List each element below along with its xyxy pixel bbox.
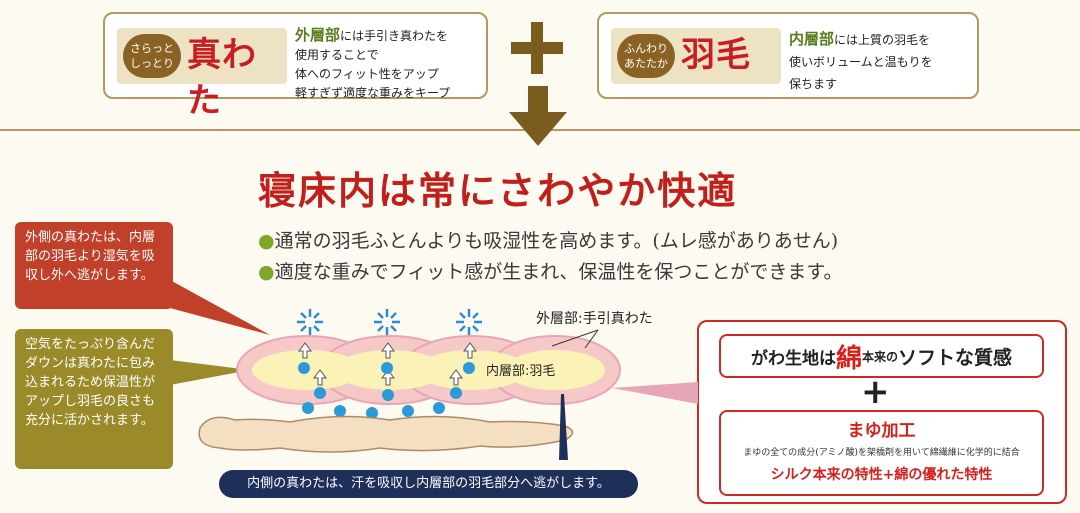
badge-line2: しっとり	[130, 57, 174, 70]
inner-layer-label: 内層部:羽毛	[486, 364, 556, 379]
plus-icon-vertical	[531, 22, 543, 74]
warmth-callout: 空気をたっぷり含んだダウンは真わたに包み込まれるため保温性がアップし羽毛の良さも…	[15, 329, 173, 469]
mayu-process-box: まゆ加工 まゆの全ての成分(アミノ酸)を架橋剤を用いて綿繊維に化学的に結合 シル…	[719, 410, 1044, 496]
bullet-text: 適度な重みでフィット感が生まれ、保温性を保つことができます。	[274, 261, 843, 283]
outer-layer-info-box: さらっとしっとり 真わた 外層部には手引き真わたを 使用することで 体へのフィッ…	[103, 12, 488, 121]
warmth-badge: ふんわりあたたか	[617, 34, 675, 78]
bullet-dot-icon: ●	[258, 261, 275, 283]
cotton-pre: がわ生地は	[750, 348, 836, 369]
desc-line: 使いボリュームと温もりを	[789, 55, 933, 69]
badge-line1: ふんわり	[624, 42, 668, 55]
inner-layer-info-box: ふんわりあたたか 羽毛 内層部には上質の羽毛を 使いボリュームと温もりを 保ちま…	[597, 12, 979, 99]
highlight: 内層部	[789, 30, 835, 48]
mayu-summary: シルク本来の特性+綿の優れた特性	[770, 467, 993, 483]
badge-title: 羽毛	[681, 35, 751, 75]
badge-line2: あたたか	[624, 57, 668, 70]
mayu-title: まゆ加工	[847, 421, 916, 441]
futon-diagram	[198, 309, 621, 460]
texture-badge: さらっとしっとり	[123, 34, 181, 78]
outer-layer-label: 外層部:手引真わた	[536, 311, 653, 327]
diagram-caption: 内側の真わたは、汗を吸収し内層部の羽毛部分へ逃がします。	[219, 470, 638, 498]
bullet-dot-icon: ●	[258, 230, 275, 252]
callout-pointer	[170, 360, 250, 385]
box-pointer	[612, 382, 698, 404]
desc-line: 保ちます	[789, 77, 838, 91]
moisture-drops	[298, 362, 475, 419]
cotton-post: ソフトな質感	[898, 346, 1013, 369]
main-heading: 寝床内は常にさわやか快適	[258, 169, 738, 213]
cotton-quality-box: がわ生地は綿本来のソフトな質感	[719, 334, 1044, 378]
divider-and-arrow	[0, 86, 1080, 146]
outer-layer-badge: さらっとしっとり 真わた	[117, 28, 287, 121]
badge-title: 真わた	[187, 35, 257, 121]
callout-pointer	[170, 280, 270, 335]
down-arrow-icon	[509, 112, 567, 146]
bullet-item: ●通常の羽毛ふとんよりも吸湿性を高めます。(ムレ感がありあせん)	[258, 226, 838, 253]
inner-layer-description: 内層部には上質の羽毛を 使いボリュームと温もりを 保ちます	[789, 28, 933, 95]
bullet-text: 通常の羽毛ふとんよりも吸湿性を高めます。(ムレ感がありあせん)	[274, 230, 839, 252]
label-pointer	[551, 329, 599, 349]
plus-sign: +	[861, 372, 890, 412]
highlight: 外層部	[295, 26, 341, 44]
caption-pointer	[559, 394, 568, 460]
badge-line1: さらっと	[130, 42, 174, 55]
up-arrow-icon	[298, 342, 477, 386]
desc-line: 軽すぎず適度な重みをキープ	[295, 86, 451, 100]
outer-layer-description: 外層部には手引き真わたを 使用することで 体へのフィット性をアップ 軽すぎず適度…	[295, 26, 450, 103]
mayu-description: まゆの全ての成分(アミノ酸)を架橋剤を用いて綿繊維に化学的に結合	[743, 448, 1020, 458]
bullet-item: ●適度な重みでフィット感が生まれ、保温性を保つことができます。	[258, 257, 843, 284]
cotton-char: 綿	[835, 343, 862, 374]
desc-line: 体へのフィット性をアップ	[295, 67, 439, 81]
inner-layer-badge: ふんわりあたたか 羽毛	[611, 28, 781, 84]
moisture-callout: 外側の真わたは、内層部の羽毛より湿気を吸収し外へ逃がします。	[15, 222, 173, 309]
desc-line: には手引き真わたを	[340, 29, 449, 43]
sleeping-person	[198, 415, 574, 453]
arrow-shaft	[528, 86, 548, 114]
evaporation-sparkle-icon	[297, 309, 482, 335]
fabric-info-box: がわ生地は綿本来のソフトな質感 + まゆ加工 まゆの全ての成分(アミノ酸)を架橋…	[697, 320, 1067, 504]
desc-line: には上質の羽毛を	[834, 33, 931, 47]
cotton-mid: 本来の	[861, 349, 898, 364]
desc-line: 使用することで	[295, 48, 379, 62]
